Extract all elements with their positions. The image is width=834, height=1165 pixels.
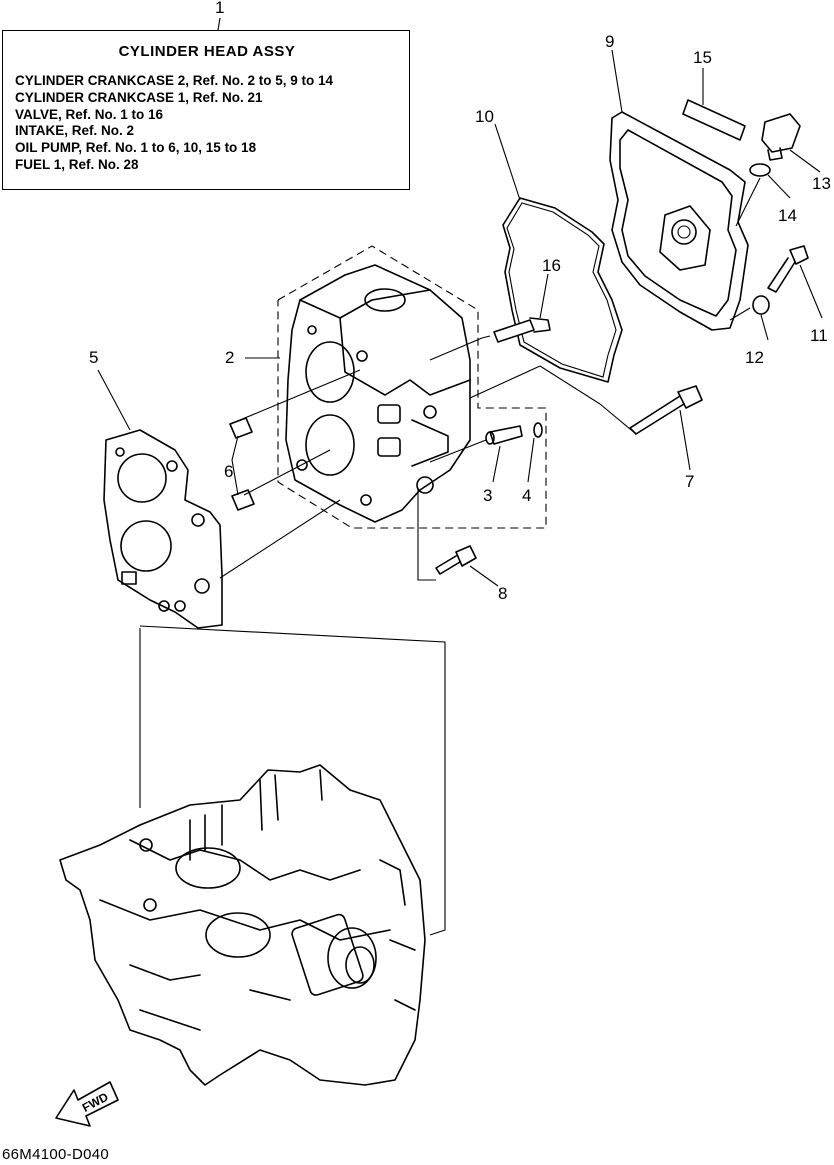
- callout-6: 6: [224, 462, 234, 481]
- part-4: [533, 422, 543, 438]
- dowel-pin-part: [229, 417, 255, 511]
- legend-line: CYLINDER CRANKCASE 1, Ref. No. 21: [15, 89, 263, 105]
- callout-8: 8: [498, 584, 508, 603]
- head-bolt-long-part: [629, 385, 703, 435]
- callout-10: 10: [475, 107, 494, 126]
- part-3: [485, 425, 523, 445]
- callout-4: 4: [522, 486, 532, 505]
- washer-part: [752, 295, 770, 315]
- callout-1: 1: [215, 0, 225, 17]
- legend-title: CYLINDER HEAD ASSY: [118, 43, 296, 60]
- callout-15: 15: [693, 48, 712, 67]
- callout-16: 16: [542, 256, 561, 275]
- legend-line: CYLINDER CRANKCASE 2, Ref. No. 2 to 5, 9…: [15, 73, 334, 88]
- oil-filler-cap-part: [761, 113, 801, 161]
- cylinder-head-part: [285, 264, 471, 523]
- leader-lines: [97, 49, 823, 936]
- diagram-code: 66M4100-D040: [2, 1146, 110, 1163]
- callout-2: 2: [225, 348, 235, 367]
- callout-13: 13: [812, 174, 831, 193]
- head-cover-part: [609, 111, 749, 331]
- legend-line: VALVE, Ref. No. 1 to 16: [15, 106, 164, 122]
- legend-lines: CYLINDER CRANKCASE 2, Ref. No. 2 to 5, 9…: [15, 73, 333, 174]
- callout-12: 12: [745, 348, 764, 367]
- o-ring-part: [749, 163, 771, 177]
- callout-9: 9: [605, 32, 615, 51]
- callout-3: 3: [483, 486, 493, 505]
- callout-14: 14: [778, 206, 797, 225]
- callout-5: 5: [89, 348, 99, 367]
- head-assy-outline: [277, 245, 547, 529]
- legend-line: OIL PUMP, Ref. No. 1 to 6, 10, 15 to 18: [15, 140, 257, 156]
- leader-1: [217, 17, 221, 31]
- cover-gasket-part: [502, 197, 623, 383]
- label-plate-part: [682, 99, 746, 141]
- arrow-fwd-icon: [55, 1081, 119, 1127]
- parts-legend-box: CYLINDER HEAD ASSY CYLINDER CRANKCASE 2,…: [2, 30, 410, 190]
- head-gasket-part: [103, 429, 223, 629]
- spark-plug-part: [481, 317, 551, 343]
- callout-11: 11: [810, 326, 828, 345]
- cylinder-block-part: [59, 764, 426, 1086]
- legend-line: INTAKE, Ref. No. 2: [15, 123, 135, 139]
- callout-7: 7: [685, 472, 695, 491]
- head-bolt-short-part: [435, 545, 477, 575]
- legend-line: FUEL 1, Ref. No. 28: [15, 156, 139, 172]
- cover-bolt-part: [767, 245, 809, 293]
